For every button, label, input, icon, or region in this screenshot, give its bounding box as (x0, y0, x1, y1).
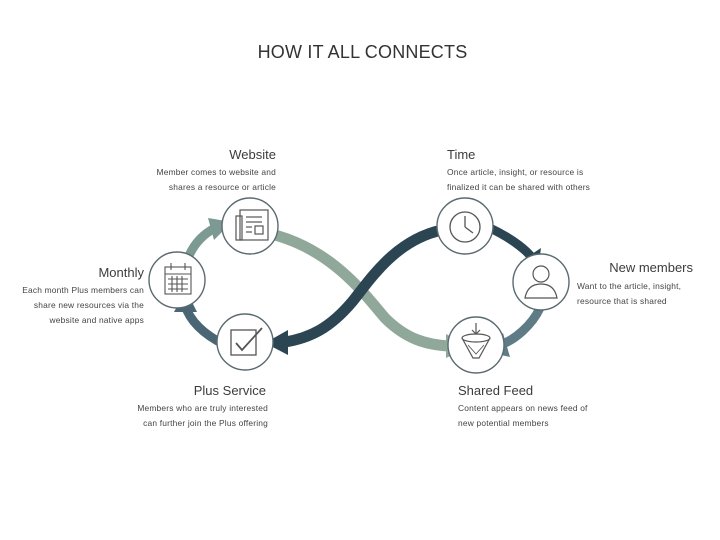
arc-time-to-members (488, 223, 536, 261)
feed-label: Shared Feed (458, 383, 534, 398)
website-desc: Member comes to website and shares a res… (120, 165, 276, 195)
website-label: Website (229, 147, 276, 162)
members-desc: Want to the article, insight, resource t… (577, 279, 693, 309)
funnel-icon (461, 323, 491, 359)
band-website-to-feed (260, 226, 451, 352)
time-desc-line: finalized it can be shared with others (447, 182, 591, 192)
members-node: New members Want to the article, insight… (560, 260, 693, 309)
plus-label: Plus Service (193, 383, 266, 398)
time-desc: Once article, insight, or resource is fi… (447, 165, 647, 195)
time-node: Time Once article, insight, or resource … (447, 147, 647, 195)
feed-desc-line: Content appears on news feed of (458, 403, 588, 413)
monthly-desc-line: Each month Plus members can (22, 285, 144, 295)
website-desc-line: shares a resource or article (168, 182, 276, 192)
feed-node: Shared Feed Content appears on news feed… (458, 383, 658, 431)
monthly-desc-line: website and native apps (49, 315, 144, 325)
members-desc-line: resource that is shared (577, 296, 667, 306)
newspaper-icon (235, 209, 269, 241)
plus-desc-line: Members who are truly interested (137, 403, 268, 413)
monthly-label: Monthly (98, 265, 144, 280)
members-label: New members (609, 260, 693, 275)
page-title: HOW IT ALL CONNECTS (257, 42, 468, 62)
plus-node: Plus Service Members who are truly inter… (110, 383, 268, 431)
website-node: Website Member comes to website and shar… (120, 147, 276, 195)
calendar-icon (164, 263, 192, 295)
monthly-desc: Each month Plus members can share new re… (0, 283, 144, 328)
time-label: Time (447, 147, 476, 162)
monthly-desc-line: share new resources via the (33, 300, 144, 310)
website-node-circle (221, 197, 279, 255)
plus-desc-line: can further join the Plus offering (143, 418, 268, 428)
feed-desc: Content appears on news feed of new pote… (458, 401, 658, 431)
arc-members-to-feed (498, 305, 545, 350)
person-icon (524, 265, 558, 299)
feed-node-circle (447, 316, 505, 374)
band-time-to-plus (284, 224, 444, 348)
time-desc-line: Once article, insight, or resource is (447, 167, 584, 177)
clock-icon (449, 211, 481, 243)
website-desc-line: Member comes to website and (156, 167, 276, 177)
plus-desc: Members who are truly interested can fur… (110, 401, 268, 431)
members-desc-line: Want to the article, insight, (577, 281, 682, 291)
monthly-node: Monthly Each month Plus members can shar… (0, 265, 144, 328)
feed-desc-line: new potential members (458, 418, 549, 428)
arrow-head-plus-service (265, 330, 288, 355)
checkbox-icon (230, 327, 263, 356)
plus-node-circle (216, 313, 274, 371)
